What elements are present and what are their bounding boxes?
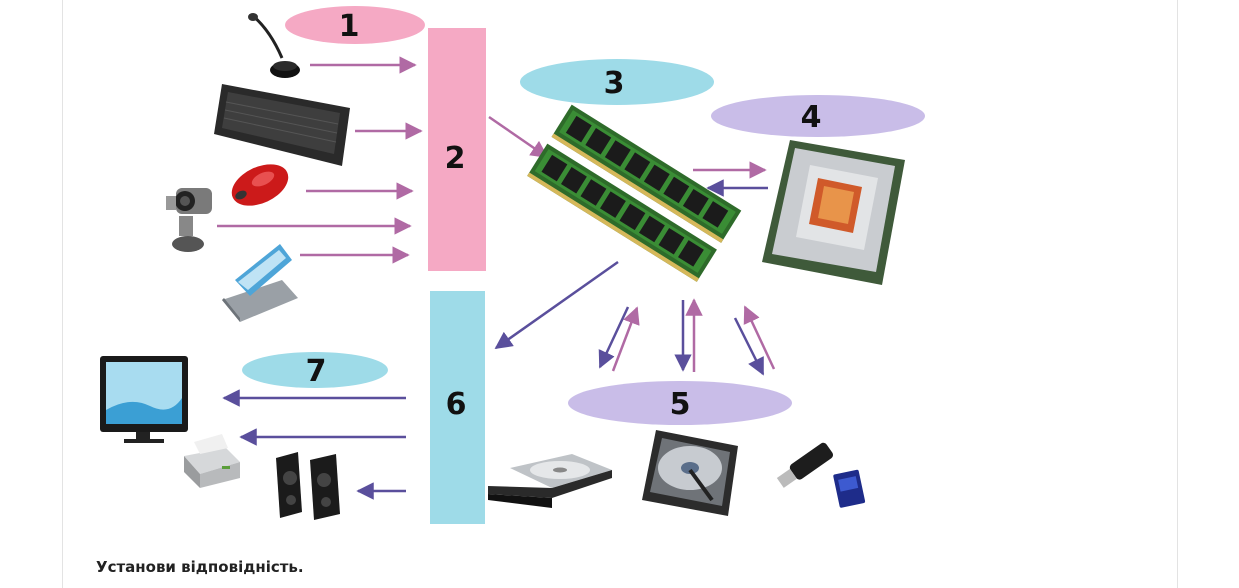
label-3: 3 <box>604 66 625 101</box>
label-6: 6 <box>446 387 467 422</box>
label-7: 7 <box>306 354 327 389</box>
usb-flash-icon <box>776 442 834 488</box>
mouse-icon <box>231 164 289 206</box>
speakers-icon <box>276 452 340 520</box>
webcam-icon <box>166 188 212 252</box>
label-1: 1 <box>339 9 360 44</box>
label-7-ellipse <box>242 352 388 388</box>
label-4-ellipse <box>711 95 925 137</box>
sd-card-icon <box>833 469 866 508</box>
optical-drive-icon <box>488 454 612 508</box>
ram-icon <box>527 104 742 282</box>
computer-architecture-diagram: 1 3 4 5 7 2 6 <box>100 6 925 524</box>
label-5-ellipse <box>568 381 792 425</box>
keyboard-icon <box>214 84 350 166</box>
scanner-icon <box>222 244 298 322</box>
label-4: 4 <box>801 100 822 135</box>
microphone-icon <box>248 13 300 78</box>
hard-drive-icon <box>642 430 738 516</box>
output-bus-bar <box>430 291 485 524</box>
label-1-ellipse <box>285 6 425 44</box>
input-bus-bar <box>428 28 486 271</box>
cpu-icon <box>762 140 905 285</box>
label-3-ellipse <box>520 59 714 105</box>
label-5: 5 <box>670 387 691 422</box>
printer-icon <box>184 434 240 488</box>
monitor-icon <box>100 356 188 443</box>
label-2: 2 <box>445 141 466 176</box>
task-caption: Установи відповідність. <box>96 558 304 576</box>
